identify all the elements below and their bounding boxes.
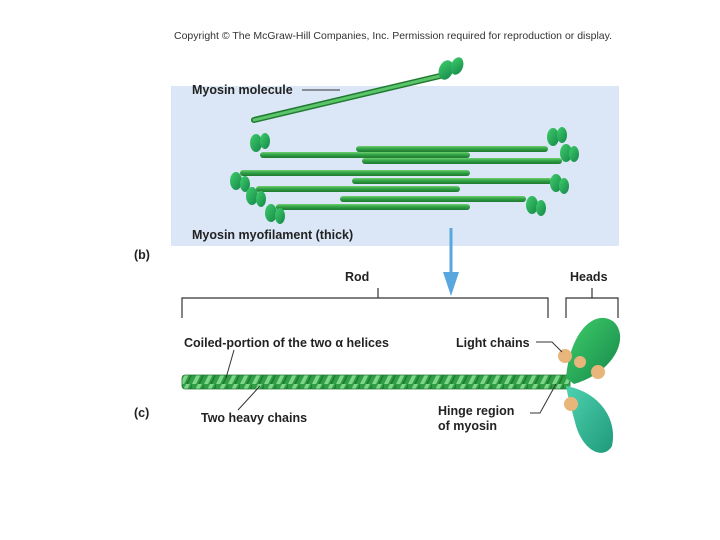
coiled-rod bbox=[181, 374, 571, 390]
myosin-molecule-label: Myosin molecule bbox=[192, 83, 293, 97]
light-chain-1 bbox=[558, 349, 572, 363]
myosin-heads bbox=[558, 317, 621, 453]
heads-bracket bbox=[565, 288, 619, 318]
left-molecule-1 bbox=[250, 133, 470, 158]
right-molecule-4 bbox=[340, 196, 546, 216]
rod-label: Rod bbox=[345, 270, 370, 284]
rod-bracket bbox=[181, 288, 549, 318]
light-chains-label: Light chains bbox=[456, 336, 530, 350]
copyright-notice: Copyright © The McGraw-Hill Companies, I… bbox=[174, 30, 613, 42]
left-molecule-2 bbox=[230, 170, 470, 192]
hinge-region-label-line2: of myosin bbox=[438, 419, 498, 433]
light-chain-4 bbox=[564, 397, 578, 411]
left-molecule-4 bbox=[265, 204, 470, 224]
light-chain-2 bbox=[574, 356, 586, 368]
light-chain-3 bbox=[591, 365, 605, 379]
hinge-region-label-line1: Hinge region bbox=[438, 404, 515, 418]
myosin-molecule bbox=[251, 57, 464, 123]
left-molecule-3 bbox=[246, 186, 460, 207]
panel-c-letter: (c) bbox=[134, 406, 150, 420]
myosin-myofilament bbox=[230, 127, 579, 224]
right-molecule-2 bbox=[362, 144, 579, 164]
right-molecule-3 bbox=[352, 174, 569, 194]
coiled-portion-label: Coiled-portion of the two α helices bbox=[184, 336, 389, 350]
zoom-arrow bbox=[443, 228, 459, 296]
myosin-myofilament-label: Myosin myofilament (thick) bbox=[192, 228, 354, 242]
heads-label: Heads bbox=[570, 270, 608, 284]
panel-b-letter: (b) bbox=[134, 248, 150, 262]
panel-b-background bbox=[171, 86, 619, 246]
panel-c-leader-lines bbox=[225, 341, 563, 414]
right-molecule-1 bbox=[356, 127, 567, 152]
heavy-chains-label: Two heavy chains bbox=[201, 411, 308, 425]
